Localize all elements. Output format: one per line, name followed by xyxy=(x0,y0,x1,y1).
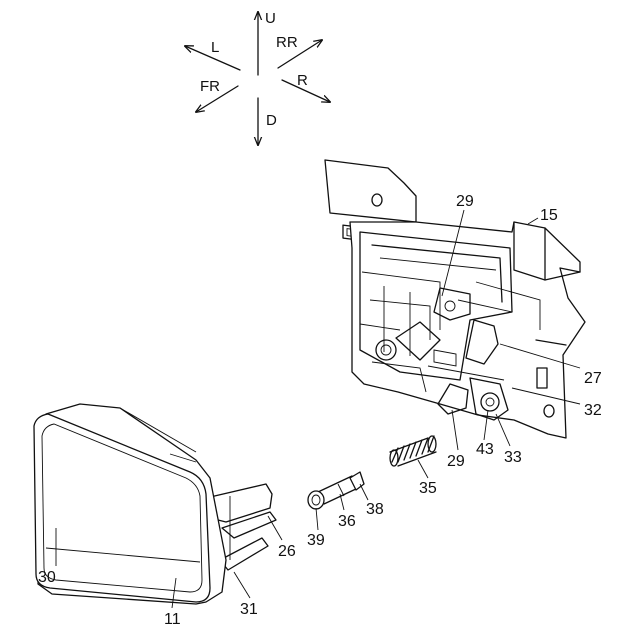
label-part-31: 31 xyxy=(240,601,258,618)
label-part-32: 32 xyxy=(584,402,602,419)
direction-compass: U D L RR FR R xyxy=(185,10,330,145)
label-right: R xyxy=(297,72,308,89)
label-part-26: 26 xyxy=(278,543,296,560)
label-part-43: 43 xyxy=(476,441,494,458)
label-front: FR xyxy=(200,78,220,95)
label-part-29-top: 29 xyxy=(456,193,474,210)
label-part-39: 39 xyxy=(307,532,325,549)
label-up: U xyxy=(265,10,276,27)
label-part-30: 30 xyxy=(38,569,56,586)
label-part-35: 35 xyxy=(419,480,437,497)
label-part-11: 11 xyxy=(164,611,181,628)
coil-spring xyxy=(390,436,436,466)
label-part-36: 36 xyxy=(338,513,356,530)
label-part-15: 15 xyxy=(540,207,558,224)
label-down: D xyxy=(266,112,277,129)
leader-36 xyxy=(340,494,344,510)
leader-15 xyxy=(528,218,538,224)
leader-38 xyxy=(360,484,368,500)
lid-assembly xyxy=(34,404,276,604)
label-part-38: 38 xyxy=(366,501,384,518)
label-left: L xyxy=(211,39,219,56)
leader-35 xyxy=(418,460,428,478)
leader-31 xyxy=(234,572,250,598)
leader-39 xyxy=(316,508,318,530)
label-part-33: 33 xyxy=(504,449,522,466)
pin-shaft xyxy=(308,472,364,509)
label-rear: RR xyxy=(276,34,298,51)
label-part-27: 27 xyxy=(584,370,602,387)
label-part-29-bottom: 29 xyxy=(447,453,465,470)
leader-29b xyxy=(452,410,458,450)
